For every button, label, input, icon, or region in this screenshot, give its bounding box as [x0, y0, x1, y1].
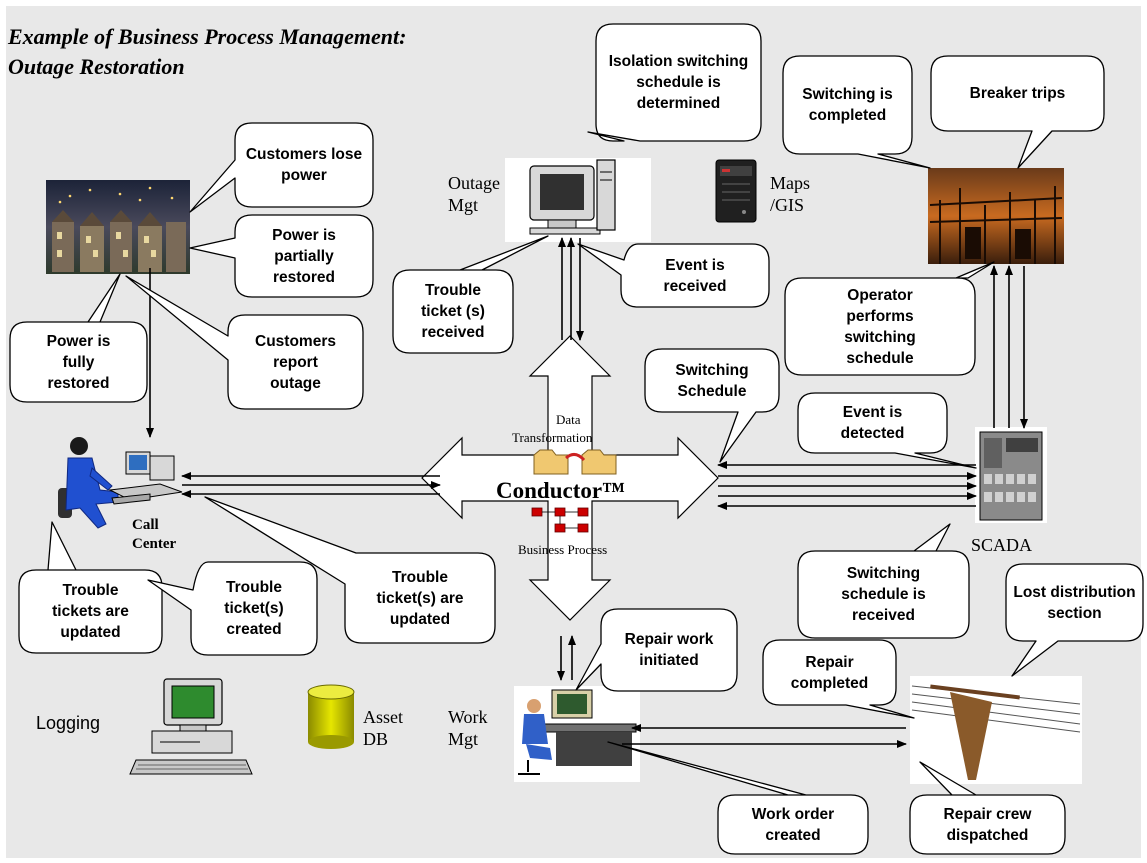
conductor-label: Conductor™ [496, 478, 626, 503]
callout-power-fully-shape [9, 273, 148, 403]
callout-switching-schedule: Switching Schedule [675, 361, 749, 400]
outage-mgt-label-line2: Mgt [448, 195, 479, 215]
data-transformation-icon [533, 449, 617, 475]
asset-db-cylinder [307, 684, 355, 749]
callout-repair-work-initiated-shape [575, 608, 738, 692]
conductor-arrow-shape [421, 335, 719, 621]
callout-repair-completed-shape [762, 639, 915, 719]
callout-trouble-ticket-are-updated-shape [204, 496, 496, 644]
asset-db-label-line2: DB [363, 729, 389, 749]
callout-trouble-ticket-received-shape [392, 235, 549, 354]
callout-isolation-shape [587, 23, 762, 142]
title-line-2: Outage Restoration [8, 54, 185, 79]
callout-customers-report-shape [125, 275, 364, 410]
asset-db-label-line1: Asset [363, 707, 403, 727]
callout-switching-schedule-shape [644, 348, 780, 463]
callout-event-detected-shape [797, 392, 977, 469]
callout-trouble-ticket-created-shape [147, 561, 318, 656]
callout-trouble-tickets-updated: Trouble tickets are updated [52, 582, 129, 641]
callout-trouble-tickets-updated-shape [18, 521, 163, 654]
callout-event-received: Event is received [663, 256, 727, 295]
work-mgt-worker [514, 686, 640, 782]
callout-switching-completed-shape [782, 55, 931, 169]
business-process-label: Business Process [518, 542, 608, 557]
callout-event-received-shape [577, 243, 770, 308]
houses-photo [46, 180, 190, 274]
callout-repair-completed: Repair completed [790, 653, 869, 692]
title-line-1: Example of Business Process Management: [8, 24, 407, 49]
logging-computer [129, 678, 253, 775]
callout-isolation: Isolation switching schedule is determin… [608, 53, 749, 112]
callout-power-partially: Power is partially restored [272, 226, 336, 286]
callout-switching-schedule-received-shape [797, 523, 970, 639]
callout-customers-lose-power-shape [189, 122, 374, 213]
callout-operator-performs-shape [784, 261, 995, 376]
work-mgt-label-line1: Work [448, 707, 488, 727]
scada-rack [975, 427, 1047, 523]
outage-mgt-label: Outage Mgt [448, 172, 500, 216]
callout-trouble-ticket-created: Trouble ticket(s) created [224, 579, 284, 638]
maps-gis-label: Maps /GIS [770, 172, 810, 216]
work-mgt-label-line2: Mgt [448, 729, 479, 749]
callout-work-order-created: Work order created [751, 805, 835, 844]
callout-repair-crew-dispatched: Repair crew dispatched [943, 805, 1032, 844]
callout-customers-report: Customers report outage [255, 332, 336, 392]
transformation-word: Transformation [512, 430, 593, 445]
asset-db-label: Asset DB [363, 706, 403, 750]
callout-lost-distribution-shape [1005, 563, 1144, 677]
diagram-title: Example of Business Process Management: … [8, 22, 406, 82]
callout-switching-completed: Switching is completed [802, 86, 893, 124]
callout-power-partially-shape [189, 214, 374, 298]
utility-pole-photo [910, 676, 1082, 784]
outage-mgt-label-line1: Outage [448, 173, 500, 193]
scada-label: SCADA [971, 535, 1033, 555]
data-transformation-label: Transformation [512, 430, 592, 446]
callout-breaker-trips: Breaker trips [969, 85, 1066, 102]
callout-switching-schedule-received: Switching schedule is received [841, 565, 926, 624]
maps-gis-label-line1: Maps [770, 173, 810, 193]
substation-photo [928, 168, 1064, 264]
callout-operator-performs: Operator performs switching schedule [844, 286, 916, 367]
callout-repair-crew-dispatched-shape [909, 761, 1066, 855]
callout-shapes [9, 23, 1144, 855]
call-center-label: Call Center [132, 516, 176, 554]
data-label: Data [556, 412, 581, 427]
callout-trouble-ticket-received: Trouble ticket (s) received [421, 282, 485, 341]
maps-gis-label-line2: /GIS [770, 195, 805, 215]
maps-gis-server [715, 159, 757, 223]
callout-trouble-ticket-are-updated: Trouble ticket(s) are updated [376, 568, 464, 628]
callout-breaker-trips-shape [930, 55, 1105, 169]
call-center-operator [58, 437, 183, 529]
callout-lost-distribution: Lost distribution section [1013, 583, 1136, 622]
call-center-label-line1: Call [132, 517, 159, 533]
callout-event-detected: Event is detected [840, 404, 905, 442]
callout-work-order-created-shape [607, 741, 869, 855]
business-process-icon [531, 507, 589, 533]
logging-label: Logging [36, 713, 101, 733]
work-mgt-label: Work Mgt [448, 706, 488, 750]
callout-repair-work-initiated: Repair work initiated [624, 631, 714, 669]
callout-power-fully: Power is fully restored [46, 332, 111, 392]
callout-customers-lose-power: Customers lose power [245, 146, 363, 184]
call-center-label-line2: Center [132, 536, 177, 552]
outage-mgt-computer [505, 158, 651, 242]
